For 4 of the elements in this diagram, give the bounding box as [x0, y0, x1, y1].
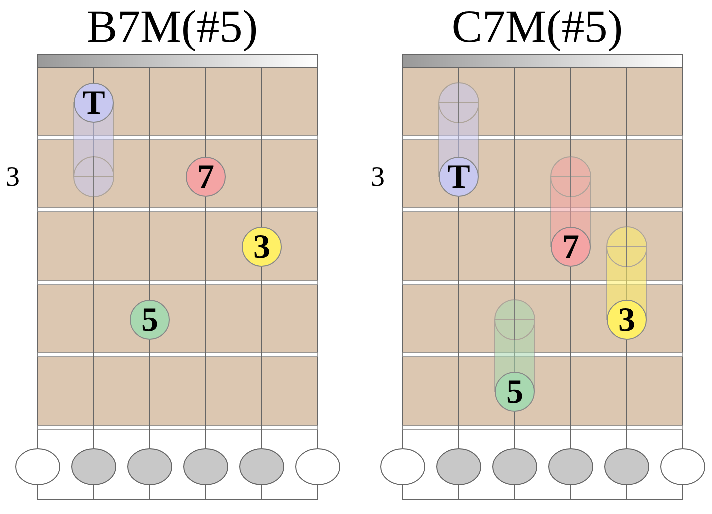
- chord-title: C7M(#5): [450, 0, 624, 54]
- fret-number: 3: [371, 163, 385, 193]
- fret-number: 3: [6, 163, 20, 193]
- chord-title: B7M(#5): [86, 0, 260, 54]
